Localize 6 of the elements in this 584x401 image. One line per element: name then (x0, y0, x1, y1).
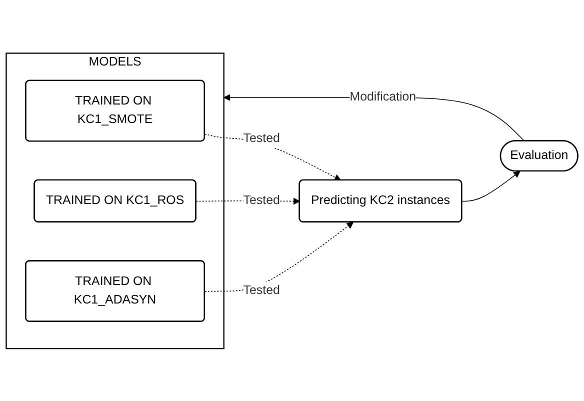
arrow (204, 222, 354, 292)
edge-label: Modification (350, 90, 416, 104)
edge-label: Tested (243, 131, 280, 145)
arrow (462, 170, 520, 202)
edge-label: Tested (243, 194, 280, 207)
edge-label: Tested (243, 284, 280, 297)
